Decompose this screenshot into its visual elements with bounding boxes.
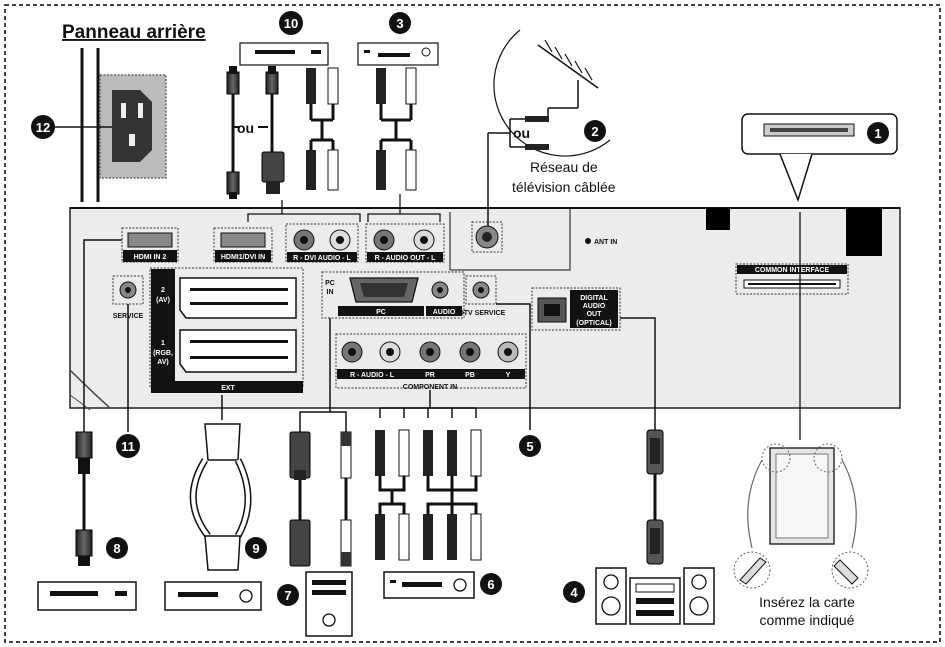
ou-label-1: ou (237, 120, 254, 136)
callout-3: 3 (389, 12, 411, 34)
ci-card-callout (741, 113, 898, 203)
insert-line2: comme indiqué (760, 612, 855, 628)
dvi-audio-ports: R - DVI AUDIO - L (285, 223, 359, 263)
audio-label: AUDIO (433, 309, 456, 316)
callout-12: 12 (31, 115, 55, 139)
ant-in-label: ANT IN (594, 239, 617, 246)
component-cables-6 (375, 390, 482, 561)
optical-cable-4 (620, 317, 664, 565)
hdmi-dvi-cables-10: ou (226, 66, 285, 199)
component-in-label: COMPONENT IN (403, 384, 457, 391)
hdmi1-dvi-in-port: HDMI1/DVI IN (213, 227, 273, 263)
digital-label-4: (OPTICAL) (576, 320, 611, 327)
device-6-vcr (383, 571, 475, 599)
cable-tv-line1: Réseau de (530, 159, 598, 175)
device-9-vcr (164, 581, 262, 611)
svg-text:11: 11 (121, 439, 135, 454)
svg-text:4: 4 (570, 585, 578, 600)
audio-out-label: R - AUDIO OUT - L (375, 255, 437, 262)
hdmi-cable-8 (75, 239, 122, 566)
svg-text:9: 9 (252, 541, 259, 556)
svg-text:2: 2 (591, 124, 598, 139)
common-interface-slot: COMMON INTERFACE (735, 263, 849, 295)
comp-audio-label: R - AUDIO - L (350, 372, 395, 379)
cable-tv-line2: télévision câblée (512, 179, 616, 195)
svg-text:8: 8 (113, 541, 120, 556)
ext-label: EXT (221, 385, 235, 392)
svg-text:12: 12 (36, 120, 50, 135)
pc-in-label-2: IN (327, 289, 334, 296)
rca-cables-10 (306, 67, 339, 191)
hdmi-in-2-port: HDMI IN 2 (121, 227, 179, 263)
digital-audio-out-port: DIGITAL AUDIO OUT (OPTICAL) (531, 287, 621, 331)
callout-8: 8 (106, 537, 128, 559)
ci-card-insert-illustration: Insérez la carte comme indiqué (733, 443, 869, 628)
power-socket (55, 48, 167, 202)
antenna-cable: ou Réseau de télévision câblée (487, 108, 616, 230)
av2-sub-label: (AV) (156, 297, 170, 304)
digital-label-1: DIGITAL (580, 295, 608, 302)
device-8-player (37, 581, 137, 611)
ou-label-2: ou (513, 125, 530, 141)
callout-1: 1 (867, 122, 889, 144)
scart-cable-9 (189, 395, 252, 571)
callout-7: 7 (277, 584, 299, 606)
pc-in-label-1: PC (325, 280, 335, 287)
device-7-computer (305, 571, 353, 637)
device-4-hifi (595, 567, 715, 625)
svg-text:7: 7 (284, 588, 291, 603)
vga-audio-cables-7 (289, 318, 352, 567)
av1-sub1-label: (RGB, (153, 350, 173, 357)
digital-label-3: OUT (587, 311, 603, 318)
callout-5: 5 (519, 435, 541, 457)
callout-2: 2 (584, 120, 606, 142)
digital-label-2: AUDIO (583, 303, 606, 310)
page-title: Panneau arrière (62, 22, 206, 43)
svg-text:3: 3 (396, 16, 403, 31)
device-10-player (239, 42, 329, 66)
callout-11: 11 (116, 434, 140, 458)
common-interface-label: COMMON INTERFACE (755, 267, 830, 274)
hdmi-in-2-label: HDMI IN 2 (134, 254, 167, 261)
connector-brackets-top (247, 194, 441, 222)
av2-label: 2 (161, 287, 165, 294)
svg-text:5: 5 (526, 439, 533, 454)
av1-sub2-label: AV) (157, 359, 169, 366)
callout-6: 6 (480, 573, 502, 595)
dashed-border (4, 4, 941, 643)
dtv-service-label: DTV SERVICE (459, 310, 506, 317)
insert-line1: Insérez la carte (759, 594, 855, 610)
dvi-audio-label: R - DVI AUDIO - L (293, 255, 351, 262)
av1-label: 1 (161, 340, 165, 347)
callout-4: 4 (563, 581, 585, 603)
dtv-service-line (496, 303, 531, 430)
pb-label: PB (465, 372, 475, 379)
hdmi1-dvi-label: HDMI1/DVI IN (221, 254, 265, 261)
component-in-ports: R - AUDIO - L PR PB Y COMPONENT IN (335, 333, 527, 391)
pc-in-block: PC IN PC AUDIO (321, 271, 465, 319)
ant-in-port: ANT IN (449, 208, 617, 271)
pc-label: PC (376, 309, 386, 316)
device-3-vcr (357, 42, 439, 66)
y-label: Y (506, 372, 511, 379)
scart-ext-ports: 2 (AV) 1 (RGB, AV) EXT (149, 267, 304, 393)
pr-label: PR (425, 372, 435, 379)
callout-9: 9 (245, 537, 267, 559)
svg-text:10: 10 (284, 16, 298, 31)
rca-cables-3 (376, 67, 417, 191)
svg-text:6: 6 (487, 577, 494, 592)
callout-10: 10 (279, 11, 303, 35)
dtv-service-port: DTV SERVICE (459, 275, 506, 317)
audio-out-ports: R - AUDIO OUT - L (365, 223, 445, 263)
svg-text:1: 1 (874, 126, 881, 141)
